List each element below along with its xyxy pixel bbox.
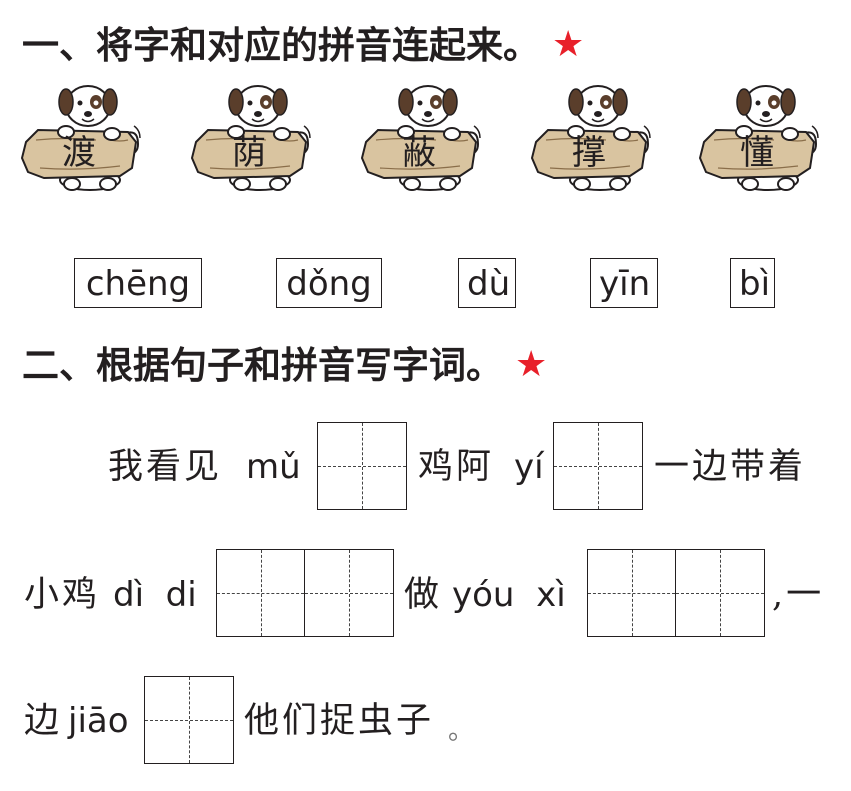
line2-text-3: ,一 xyxy=(772,575,825,615)
line1-text-2: 鸡阿 xyxy=(418,447,495,487)
pinyin-box-2[interactable]: dǒng xyxy=(276,258,382,308)
grid-cell[interactable] xyxy=(305,550,393,636)
pinyin-box-1[interactable]: chēng xyxy=(74,258,202,308)
line1-pinyin-2: yí xyxy=(514,447,544,487)
star-icon: ★ xyxy=(515,344,548,385)
star-icon: ★ xyxy=(552,24,585,65)
line3-text-1: 边 xyxy=(24,701,63,741)
section1-heading: 一、将字和对应的拼音连起来。 ★ xyxy=(22,22,584,70)
answer-grid-mu[interactable] xyxy=(317,422,407,510)
pinyin-box-4[interactable]: yīn xyxy=(590,258,658,308)
dog-sign-1[interactable]: 渡 xyxy=(20,82,148,194)
line2-text-1: 小鸡 xyxy=(24,575,101,615)
grid-cell[interactable] xyxy=(318,423,406,509)
sign-character: 撑 xyxy=(572,133,606,173)
line1-text-3: 一边带着 xyxy=(654,447,807,487)
sign-character: 荫 xyxy=(232,133,266,173)
grid-cell[interactable] xyxy=(588,550,676,636)
dog-sign-3[interactable]: 蔽 xyxy=(360,82,488,194)
grid-cell[interactable] xyxy=(145,677,233,763)
line3-pinyin-1: jiāo xyxy=(68,701,129,741)
answer-grid-didi[interactable] xyxy=(216,549,394,637)
section1-title: 一、将字和对应的拼音连起来。 xyxy=(22,24,540,67)
grid-cell[interactable] xyxy=(676,550,764,636)
dog-sign-5[interactable]: 懂 xyxy=(698,82,826,194)
answer-grid-youxi[interactable] xyxy=(587,549,765,637)
dog-sign-2[interactable]: 荫 xyxy=(190,82,318,194)
answer-grid-jiao[interactable] xyxy=(144,676,234,764)
line1-text-1: 我看见 xyxy=(108,447,223,487)
sign-character: 渡 xyxy=(62,133,96,173)
section2-heading: 二、根据句子和拼音写字词。 ★ xyxy=(22,342,547,390)
answer-grid-yi[interactable] xyxy=(553,422,643,510)
pinyin-box-5[interactable]: bì xyxy=(730,258,775,308)
line1-pinyin-1: mǔ xyxy=(246,447,301,487)
grid-cell[interactable] xyxy=(217,550,305,636)
line3-text-3: 。 xyxy=(448,716,478,746)
line2-pinyin-2: yóu xì xyxy=(452,575,566,615)
line2-text-2: 做 xyxy=(404,575,443,615)
dog-sign-4[interactable]: 撑 xyxy=(530,82,658,194)
sign-character: 蔽 xyxy=(402,133,436,173)
sign-character: 懂 xyxy=(740,133,774,173)
line3-text-2: 他们捉虫子 xyxy=(244,701,435,741)
section2-title: 二、根据句子和拼音写字词。 xyxy=(22,344,503,387)
grid-cell[interactable] xyxy=(554,423,642,509)
pinyin-box-3[interactable]: dù xyxy=(458,258,516,308)
line2-pinyin-1: dì di xyxy=(113,575,197,615)
